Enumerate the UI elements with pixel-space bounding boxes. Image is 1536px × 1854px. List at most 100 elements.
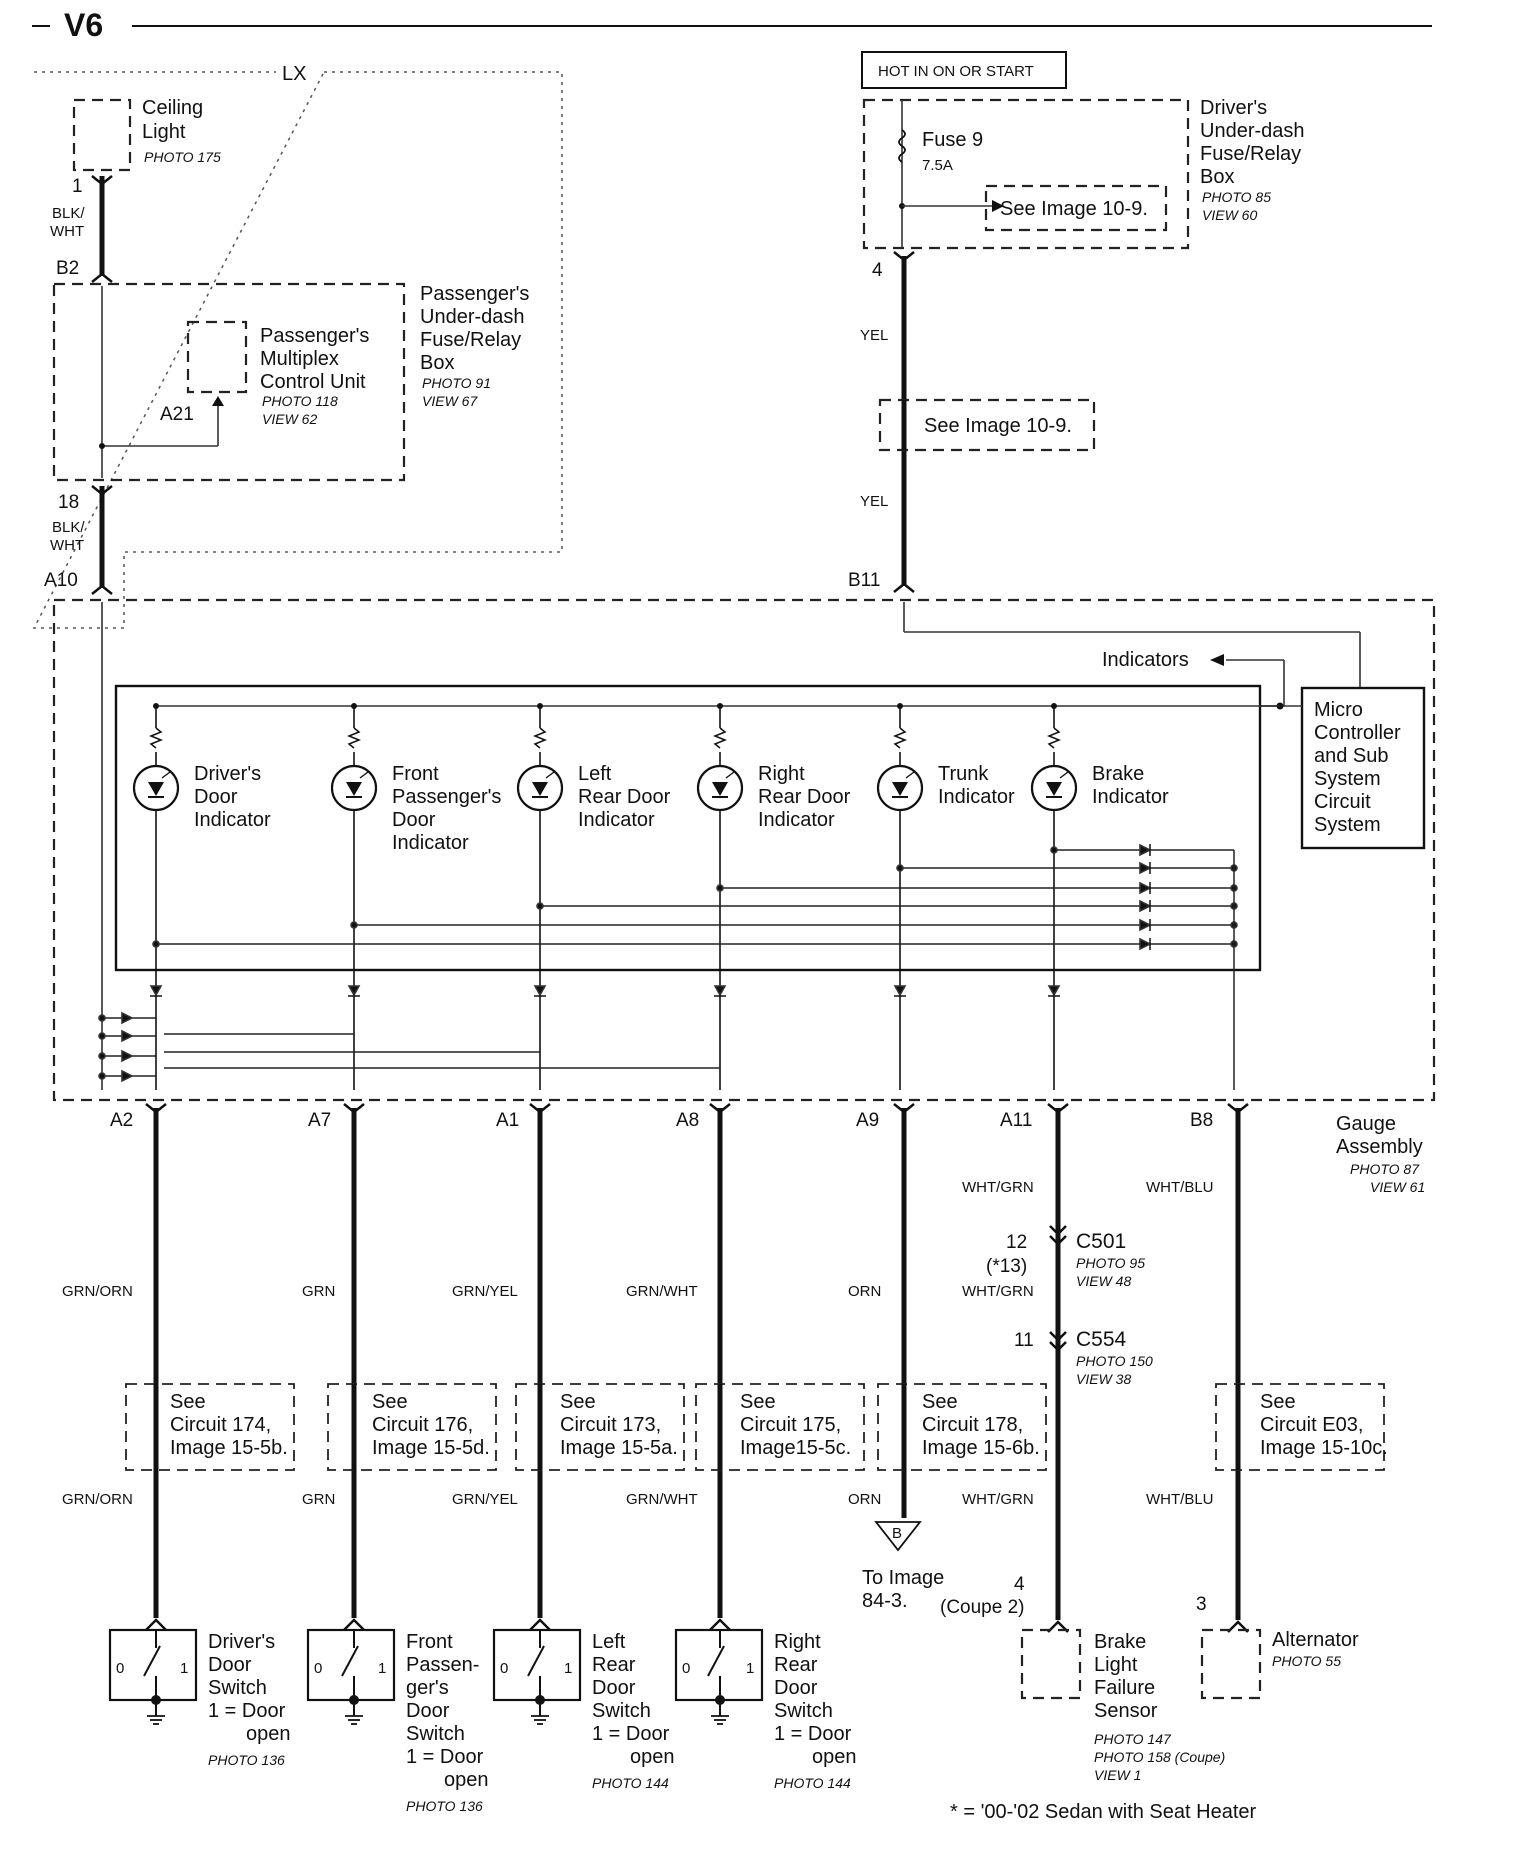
switch-label-line: open [630,1746,675,1768]
switch-photo: PHOTO 136 [406,1798,483,1814]
micro-l2: Controller [1314,722,1401,744]
fuse-amp: 7.5A [922,157,953,174]
pass-wire-2: WHT [50,537,84,554]
brake-sensor-photo: PHOTO 158 (Coupe) [1094,1749,1225,1765]
brake-pin-note: (Coupe 2) [940,1597,1025,1618]
see-line: Circuit 173, [560,1414,661,1436]
switch-label-line: open [812,1746,857,1768]
switch-pos-1: 1 [746,1660,754,1677]
mpcu-photo: PHOTO 118 [262,393,338,409]
pin-a10: A10 [44,570,78,591]
wire-color-lower: GRN/WHT [626,1491,698,1508]
brake-sensor-photo: VIEW 1 [1094,1767,1141,1783]
see-line: Circuit 174, [170,1414,271,1436]
fuse-pin: 4 [872,260,883,281]
ceiling-light-box [72,98,132,172]
c501-view: VIEW 48 [1076,1273,1131,1289]
pin-b11: B11 [848,570,880,591]
see-line: See [372,1391,408,1413]
see-line: See [740,1391,776,1413]
ceiling-light-pin: 1 [72,176,83,197]
to-image-marker [874,1521,922,1552]
see-line: See [922,1391,958,1413]
indicator-label-line: Door [392,809,436,831]
see-line: Image 15-5a. [560,1437,678,1459]
brake-sensor-photo: PHOTO 147 [1094,1731,1172,1747]
micro-l3: and Sub [1314,745,1389,767]
indicator-label-line: Indicator [194,809,271,831]
alternator-box [1200,1628,1262,1700]
c554-view: VIEW 38 [1076,1371,1131,1387]
wire-color-mid: WHT/GRN [962,1283,1034,1300]
brake-pin: 4 [1014,1574,1025,1595]
micro-l5: Circuit [1314,791,1371,813]
wire-color-upper: GRN/ORN [62,1283,133,1300]
drv-box-l1: Driver's [1200,97,1267,119]
pass-box-l3: Fuse/Relay [420,329,521,351]
bottom-pin-label: A2 [110,1110,133,1131]
see-line: See [560,1391,596,1413]
brake-sensor-line: Failure [1094,1677,1155,1699]
mid-see-box [878,398,1096,452]
to-image-l1: To Image [862,1567,944,1589]
fuse-see-box [984,184,1168,232]
switch-label-line: open [444,1769,489,1791]
pass-box-l1: Passenger's [420,283,529,305]
switch-label-line: 1 = Door [592,1723,670,1745]
wire-color-lower: WHT/BLU [1146,1491,1214,1508]
bottom-pin-label: A9 [856,1110,879,1131]
gauge-l2: Assembly [1336,1136,1423,1158]
see-line: Image15-5c. [740,1437,851,1459]
see-line: See [170,1391,206,1413]
indicator-label-line: Rear Door [758,786,851,808]
see-line: See [1260,1391,1296,1413]
hot-label-box [861,51,1067,89]
c554-photo: PHOTO 150 [1076,1353,1153,1369]
gauge-assembly-box [52,598,1436,1102]
alternator-name: Alternator [1272,1629,1359,1651]
indicator-label-line: Brake [1092,763,1144,785]
switch-label-line: Switch [774,1700,833,1722]
wire-color-upper: GRN/YEL [452,1283,518,1300]
micro-l4: System [1314,768,1381,790]
switch-label-line: Left [592,1631,626,1653]
wire-color-lower: GRN/YEL [452,1491,518,1508]
gauge-view: VIEW 61 [1370,1179,1425,1195]
mpcu-l2: Multiplex [260,348,339,370]
yel-label-2: YEL [860,493,888,510]
switch-label-line: Passen- [406,1654,479,1676]
drv-box-view: VIEW 60 [1202,207,1257,223]
wire-color-upper: WHT/GRN [962,1179,1034,1196]
see-line: Circuit 175, [740,1414,841,1436]
switch-label-line: Switch [208,1677,267,1699]
see-line: Image 15-5d. [372,1437,490,1459]
switch-pos-0: 0 [500,1660,508,1677]
switch-label-line: Front [406,1631,453,1653]
indicator-label-line: Right [758,763,805,785]
switch-label-line: Right [774,1631,821,1653]
drivers-fuse-box [862,98,1190,250]
switch-label-line: 1 = Door [208,1700,286,1722]
switch-label-line: Door [406,1700,450,1722]
passenger-fuse-box [52,282,406,482]
pass-box-top-pin: B2 [56,258,79,279]
brake-sensor-line: Light [1094,1654,1138,1676]
brake-sensor-box [1020,1628,1082,1700]
c501-pin2: (*13) [986,1256,1027,1277]
see-line: Circuit 178, [922,1414,1023,1436]
mpcu-view: VIEW 62 [262,411,317,427]
switch-photo: PHOTO 136 [208,1752,285,1768]
c501-photo: PHOTO 95 [1076,1255,1145,1271]
